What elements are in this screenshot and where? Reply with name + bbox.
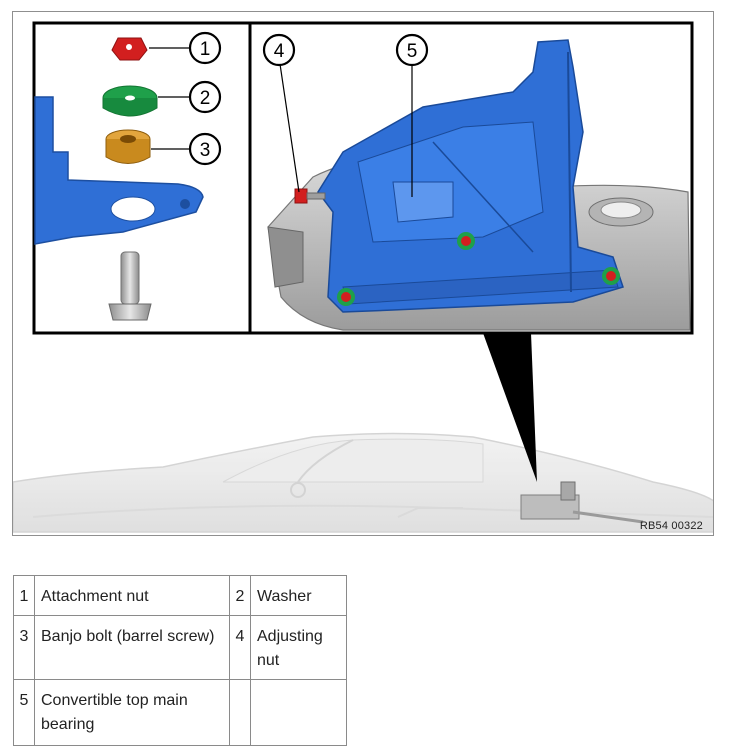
assembly-detail-box: 4 5 [248, 21, 694, 335]
legend-label: Washer [250, 575, 347, 616]
legend-table: 1 Attachment nut 2 Washer 3 Banjo bolt (… [13, 575, 347, 746]
legend-label: Attachment nut [34, 575, 230, 616]
legend-row: 1 Attachment nut 2 Washer [13, 575, 347, 616]
legend-label: Adjusting nut [250, 615, 347, 680]
illustration-graphic: 1 2 3 [13, 21, 713, 533]
legend-row: 3 Banjo bolt (barrel screw) 4 Adjusting … [13, 615, 347, 680]
figure-code: RB54 00322 [639, 520, 703, 532]
legend-number: 2 [229, 575, 251, 616]
legend-label: Convertible top main bearing [34, 679, 230, 746]
parts-detail-box: 1 2 3 [32, 21, 260, 335]
legend-number: 3 [13, 615, 35, 680]
callout-5: 5 [407, 41, 418, 62]
mechanism-location [520, 481, 644, 524]
detail-pointer [483, 333, 537, 482]
legend-label: Banjo bolt (barrel screw) [34, 615, 230, 680]
callout-4: 4 [274, 41, 285, 62]
callout-3: 3 [200, 140, 211, 161]
callout-2: 2 [200, 88, 211, 109]
legend-number: 1 [13, 575, 35, 616]
attachment-nuts [337, 232, 620, 306]
callout-1: 1 [200, 39, 211, 60]
legend-label [250, 679, 347, 746]
legend-number [229, 679, 251, 746]
legend-number: 5 [13, 679, 35, 746]
legend-row: 5 Convertible top main bearing [13, 679, 347, 746]
legend-number: 4 [229, 615, 251, 680]
technical-illustration: 1 2 3 [12, 11, 714, 536]
